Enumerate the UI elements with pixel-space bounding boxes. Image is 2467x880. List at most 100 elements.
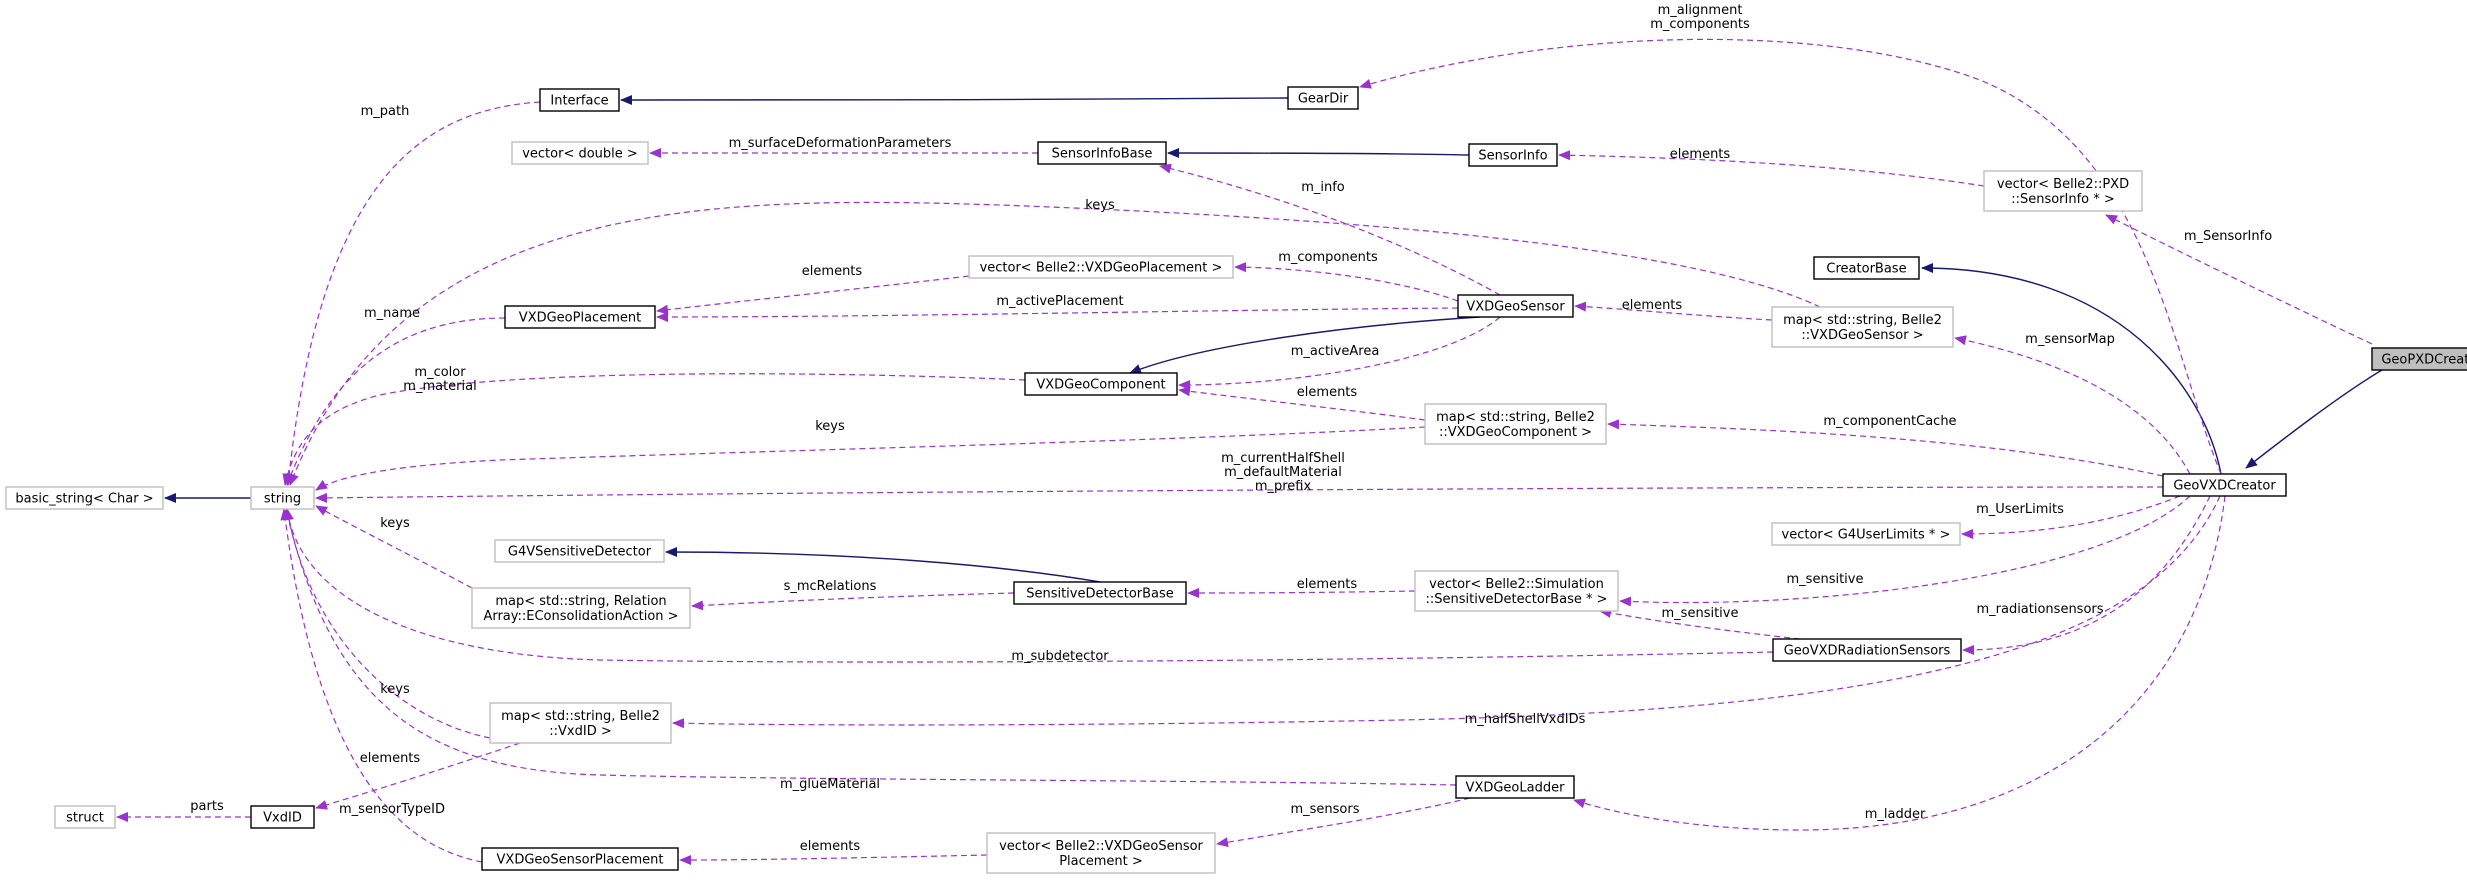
class-node-Interface[interactable]: Interface <box>539 88 620 112</box>
edge-label: m_glueMaterial <box>780 777 880 792</box>
usage-edge-GeoVXDCreator-GeoVXDRadiationSensors <box>1962 495 2211 655</box>
class-node-CreatorBase[interactable]: CreatorBase <box>1813 256 1920 280</box>
inheritance-edge-SensorInfo-SensorInfoBase <box>1167 148 1470 159</box>
node-box <box>494 539 665 563</box>
edge-label: elements <box>360 751 421 766</box>
class-node-mapVxdID: map< std::string, Belle2::VxdID > <box>489 702 672 744</box>
node-box <box>54 805 116 829</box>
class-node-SensorInfo[interactable]: SensorInfo <box>1468 143 1558 167</box>
edge-label: m_sensors <box>1290 802 1359 817</box>
node-box <box>250 805 315 829</box>
edge-label: elements <box>800 839 861 854</box>
node-label: VXDGeoPlacement <box>519 311 641 326</box>
usage-edge-GeoVXDCreator-vecSensitive <box>1619 495 2191 607</box>
node-box <box>1771 306 1954 348</box>
edge-label: m_components <box>1650 17 1750 32</box>
node-label: map< std::string, Relation <box>495 594 666 609</box>
node-box <box>1024 372 1178 396</box>
class-node-VXDGeoPlacement[interactable]: VXDGeoPlacement <box>504 305 656 329</box>
usage-edge-GeoVXDCreator-vecUserLimits <box>1961 495 2181 539</box>
edge-label: m_name <box>364 306 420 321</box>
class-node-GearDir[interactable]: GearDir <box>1287 86 1359 110</box>
node-box <box>1772 638 1962 662</box>
edge-label: m_halfShellVxdIDs <box>1465 712 1586 727</box>
class-node-basicString: basic_string< Char > <box>5 486 164 510</box>
node-label: string <box>264 492 301 507</box>
class-node-GeoPXDCreator[interactable]: GeoPXDCreator <box>2371 347 2467 371</box>
usage-edge-mapVxdID-VxdID <box>315 742 521 810</box>
node-label: SensorInfo <box>1478 149 1547 164</box>
node-label: vector< Belle2::Simulation <box>1429 577 1604 592</box>
node-box <box>1287 86 1359 110</box>
edge-label: m_color <box>414 365 466 380</box>
class-node-SensorInfoBase[interactable]: SensorInfoBase <box>1037 141 1167 165</box>
class-node-vecUserLimits: vector< G4UserLimits * > <box>1771 522 1961 546</box>
edge-label: m_UserLimits <box>1976 502 2064 517</box>
usage-edge-VXDGeoSensor-VXDGeoComponent <box>1178 316 1501 390</box>
node-label: vector< Belle2::VXDGeoPlacement > <box>980 261 1223 276</box>
usage-edge-VXDGeoLadder-string <box>283 508 1457 786</box>
node-box <box>250 486 315 510</box>
usage-edge-VXDGeoSensorPlacement-string <box>280 508 483 863</box>
node-box <box>1771 522 1961 546</box>
node-label: GearDir <box>1298 92 1349 107</box>
edge-label: keys <box>380 516 410 531</box>
usage-edge-GeoVXDCreator-mapSensor <box>1954 335 2191 475</box>
edge-label: m_subdetector <box>1011 649 1109 664</box>
node-label: ::VxdID > <box>549 724 611 739</box>
node-label: GeoPXDCreator <box>2381 353 2467 368</box>
usage-edge-mapSensor-VXDGeoSensor <box>1574 301 1773 321</box>
node-box <box>986 832 1216 874</box>
class-node-SensitiveDetectorBase[interactable]: SensitiveDetectorBase <box>1013 581 1187 605</box>
edge-label: keys <box>380 682 410 697</box>
edge-label: keys <box>1085 198 1115 213</box>
node-label: vector< double > <box>522 147 638 162</box>
class-node-mapRelation: map< std::string, RelationArray::EConsol… <box>471 587 691 629</box>
class-node-GeoVXDRadiationSensors[interactable]: GeoVXDRadiationSensors <box>1772 638 1962 662</box>
usage-edge-GeoVXDRadiationSensors-string <box>283 508 1774 663</box>
usage-edge-VXDGeoSensor-SensorInfoBase <box>1159 163 1501 296</box>
usage-edge-VXDGeoComponent-string <box>282 373 1026 486</box>
node-box <box>489 702 672 744</box>
edge-label: elements <box>802 264 863 279</box>
edge-label: m_ladder <box>1865 807 1926 822</box>
edge-label: m_activePlacement <box>996 294 1123 309</box>
usage-edge-SensitiveDetectorBase-mapRelation <box>691 592 1015 611</box>
node-box <box>968 255 1234 279</box>
usage-edge-vecSensorPlacement-VXDGeoSensorPlacement <box>679 854 988 865</box>
inheritance-edge-GearDir-Interface <box>620 94 1289 105</box>
class-node-VxdID[interactable]: VxdID <box>250 805 315 829</box>
edge-label: m_info <box>1301 180 1345 195</box>
usage-edge-VXDGeoSensor-VXDGeoPlacement <box>656 307 1459 322</box>
class-node-mapSensor: map< std::string, Belle2::VXDGeoSensor > <box>1771 306 1954 348</box>
node-box <box>1424 403 1607 445</box>
node-label: ::VXDGeoSensor > <box>1801 328 1923 343</box>
node-box <box>539 88 620 112</box>
edge-label: m_sensorTypeID <box>339 802 445 817</box>
node-box <box>511 141 649 165</box>
node-box <box>471 587 691 629</box>
class-node-VXDGeoSensor[interactable]: VXDGeoSensor <box>1457 294 1574 318</box>
class-node-vecDouble: vector< double > <box>511 141 649 165</box>
class-node-VXDGeoLadder[interactable]: VXDGeoLadder <box>1455 775 1575 799</box>
node-label: GeoVXDRadiationSensors <box>1784 644 1951 659</box>
class-node-VXDGeoComponent[interactable]: VXDGeoComponent <box>1024 372 1178 396</box>
usage-edge-VXDGeoLadder-vecSensorPlacement <box>1216 797 1471 848</box>
edge-label: m_surfaceDeformationParameters <box>729 136 952 151</box>
edge-label: m_sensitive <box>1787 572 1864 587</box>
edge-label: elements <box>1622 298 1683 313</box>
class-node-struct: struct <box>54 805 116 829</box>
class-node-vecPlacement: vector< Belle2::VXDGeoPlacement > <box>968 255 1234 279</box>
node-label: ::SensorInfo * > <box>2011 192 2115 207</box>
node-label: ::SensitiveDetectorBase * > <box>1426 592 1608 607</box>
edge-label: m_path <box>361 104 410 119</box>
node-box <box>504 305 656 329</box>
node-box <box>1468 143 1558 167</box>
class-node-GeoVXDCreator[interactable]: GeoVXDCreator <box>2162 473 2287 497</box>
inheritance-edge-GeoVXDCreator-CreatorBase <box>1921 263 2222 475</box>
usage-edge-mapComponent-VXDGeoComponent <box>1178 386 1426 421</box>
node-label: struct <box>66 811 104 826</box>
class-node-VXDGeoSensorPlacement[interactable]: VXDGeoSensorPlacement <box>481 847 679 871</box>
edge-label: m_defaultMaterial <box>1224 465 1342 480</box>
